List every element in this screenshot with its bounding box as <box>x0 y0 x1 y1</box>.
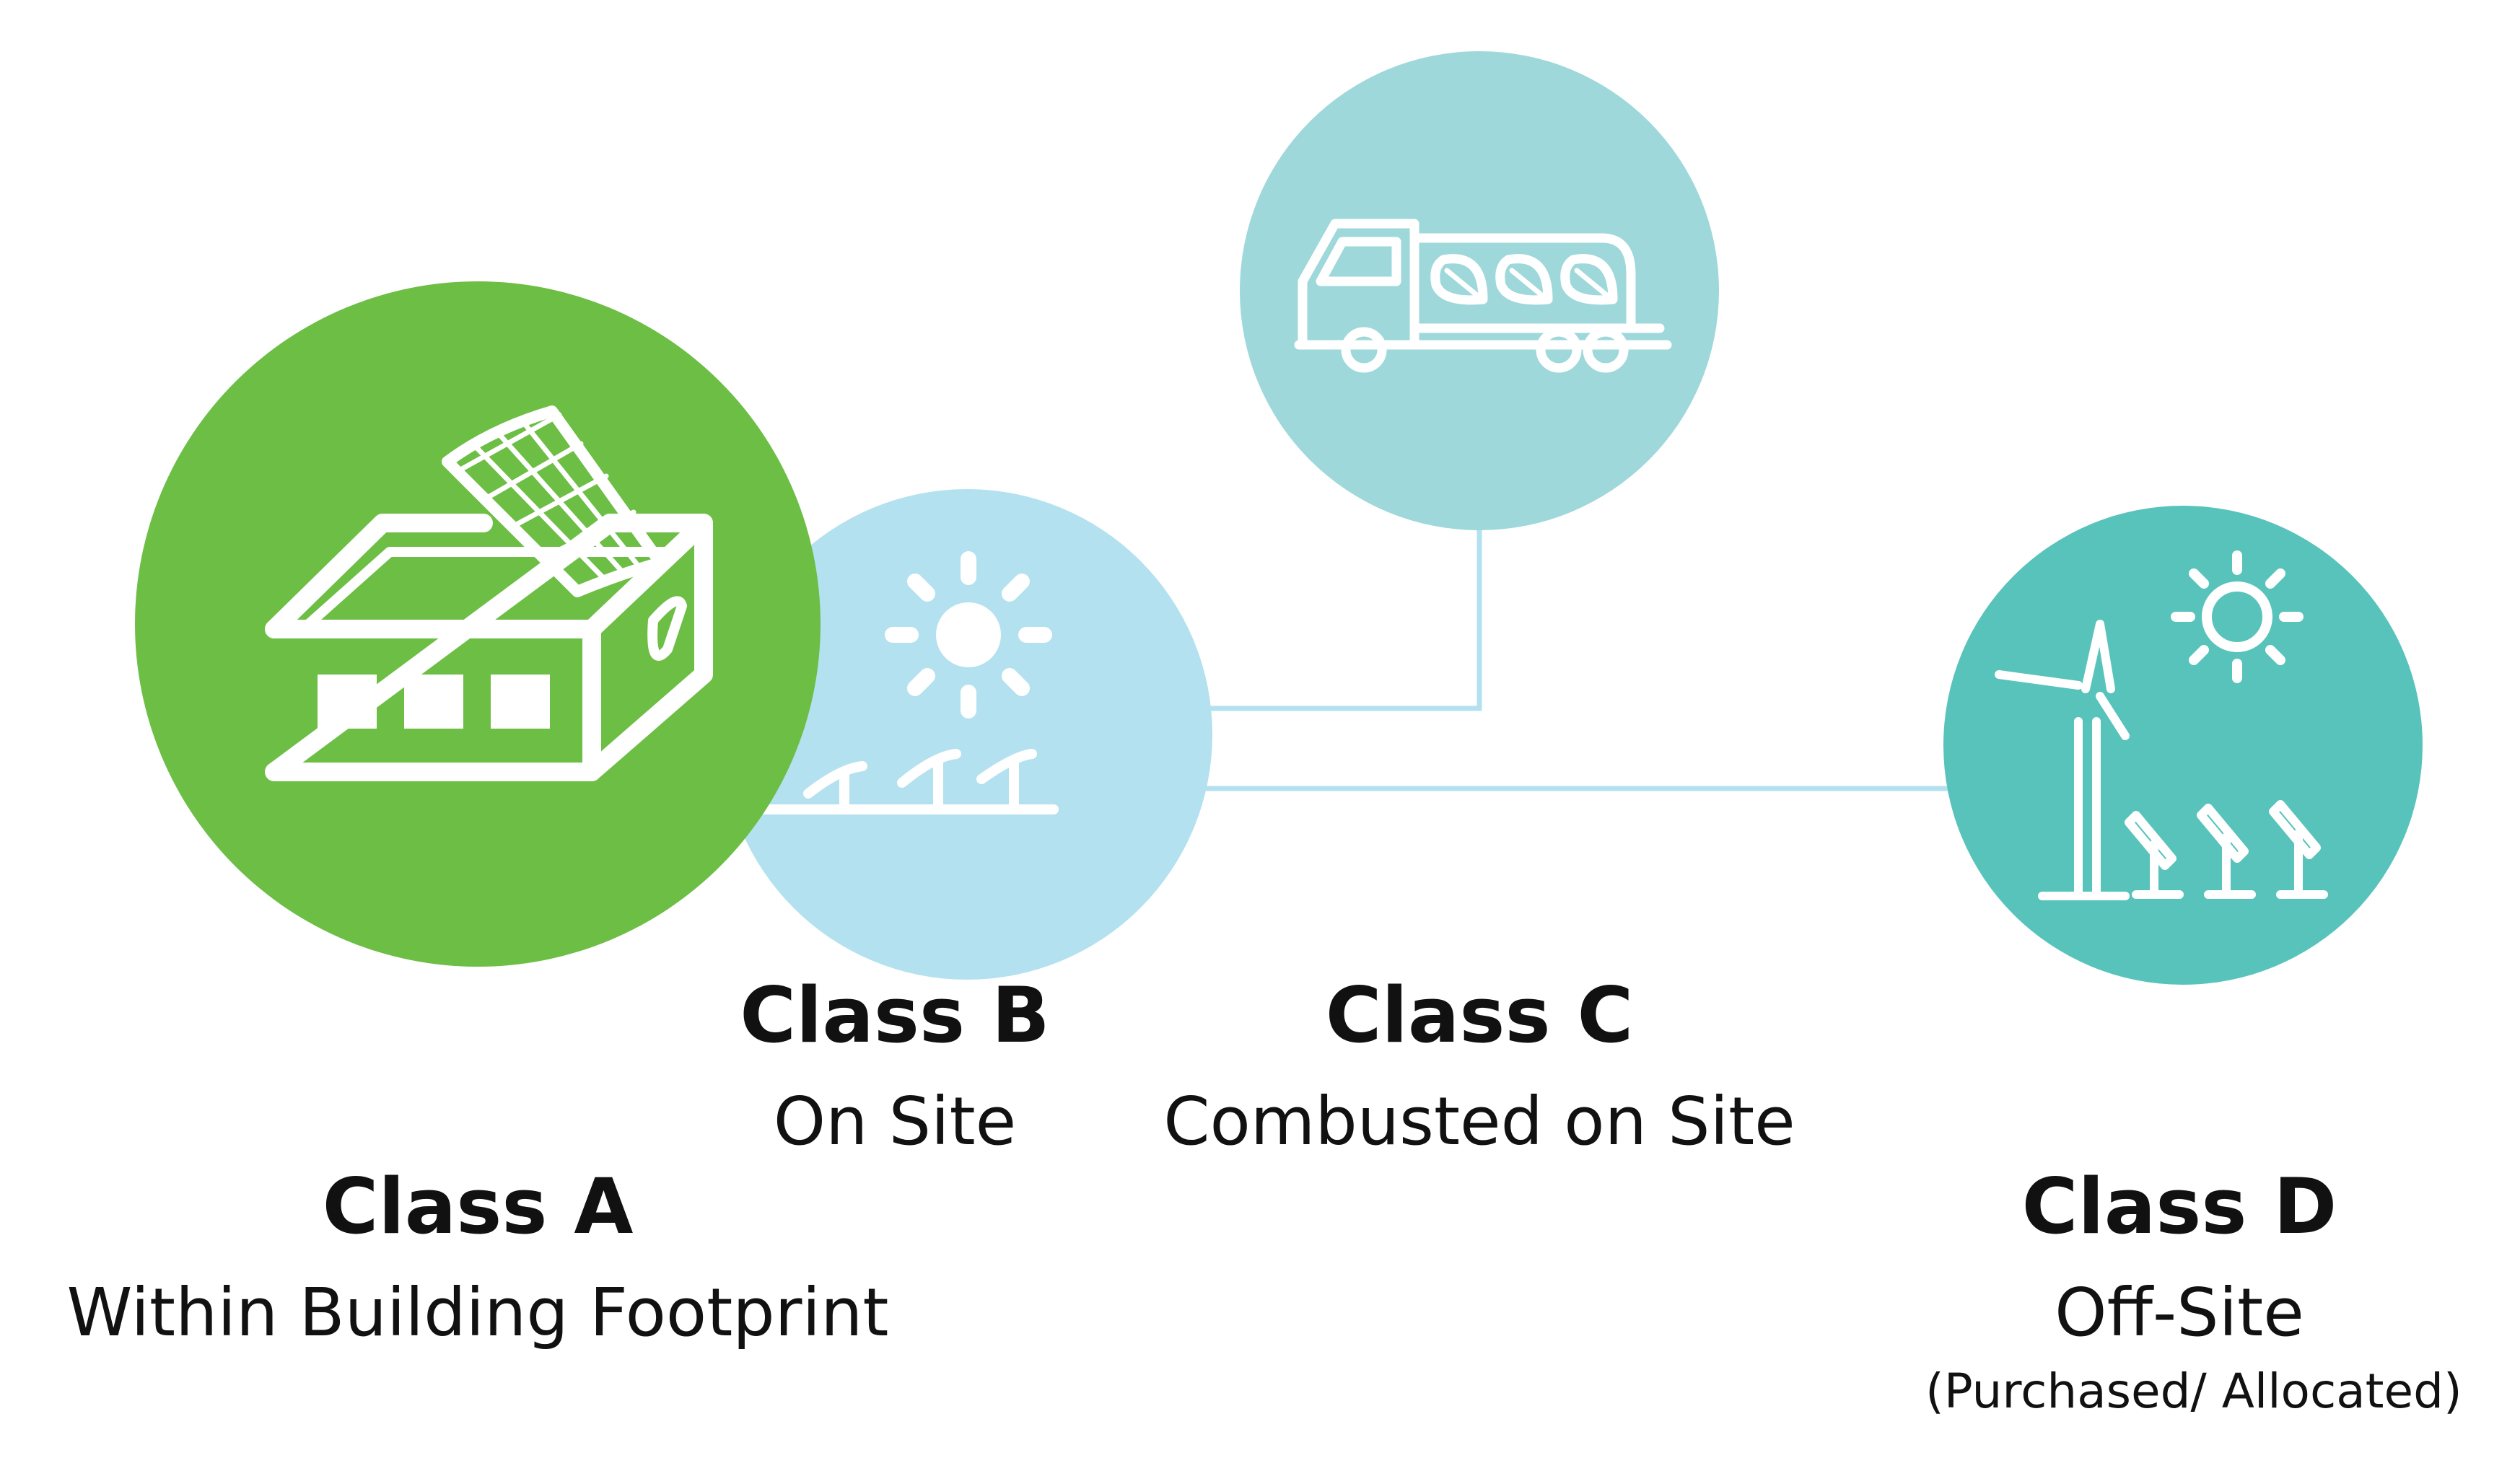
connector-lines <box>1097 519 1963 791</box>
class-b-label: Class B On Site <box>678 978 1111 1155</box>
sun-solar-array-icon <box>756 551 1059 814</box>
class-c-title: Class C <box>1325 971 1634 1060</box>
class-d-title: Class D <box>2021 1162 2337 1251</box>
building-solar-panel-icon <box>265 405 713 781</box>
class-b-node <box>722 489 1212 980</box>
class-b-circle <box>722 489 1212 980</box>
class-b-description: On Site <box>773 1083 1017 1160</box>
class-d-description: Off-Site <box>2055 1274 2304 1351</box>
class-a-label: Class A Within Building Footprint <box>45 1169 911 1346</box>
connector-b-to-c <box>1111 519 1482 711</box>
biofuel-truck-icon <box>1294 219 1672 373</box>
wind-turbine-solar-icon <box>1995 550 2328 900</box>
class-c-node <box>1240 51 1719 530</box>
class-a-node <box>135 281 821 967</box>
class-c-description: Combusted on Site <box>1163 1083 1795 1160</box>
class-d-label: Class D Off-Site (Purchased/ Allocated) <box>1891 1169 2468 1415</box>
class-d-node <box>1943 506 2423 985</box>
class-a-description: Within Building Footprint <box>66 1274 889 1351</box>
class-c-label: Class C Combusted on Site <box>1111 978 1847 1155</box>
class-a-title: Class A <box>322 1162 634 1251</box>
class-d-circle <box>1943 506 2423 985</box>
class-b-title: Class B <box>740 971 1050 1060</box>
class-d-note: (Purchased/ Allocated) <box>1925 1363 2462 1419</box>
